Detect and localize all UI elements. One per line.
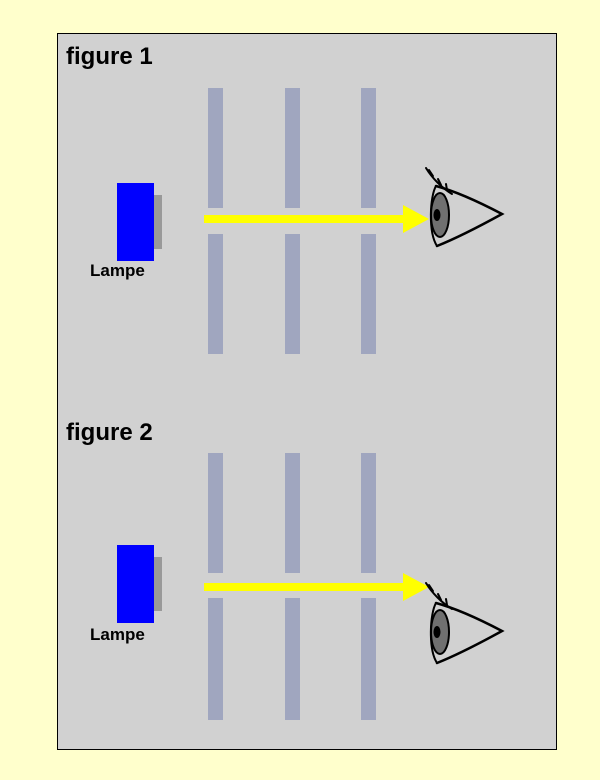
- screen-bar: [285, 234, 300, 354]
- figure-2: [117, 453, 505, 720]
- screen-bar: [285, 88, 300, 208]
- lamp-label: Lampe: [90, 261, 145, 280]
- screen-bar: [208, 598, 223, 720]
- screen-bar: [361, 453, 376, 573]
- lamp-label: Lampe: [90, 625, 145, 644]
- screen-bar: [208, 88, 223, 208]
- eye-icon: [425, 582, 505, 665]
- figure-2-title: figure 2: [66, 419, 153, 446]
- diagram-panel: [57, 33, 557, 750]
- screen-bar: [361, 88, 376, 208]
- eye-icon: [425, 167, 505, 248]
- lamp-icon: [117, 183, 162, 261]
- screens: [208, 453, 376, 720]
- screens: [208, 88, 376, 354]
- figure-1-title: figure 1: [66, 43, 153, 70]
- light-ray-arrow: [204, 573, 429, 601]
- screen-bar: [208, 453, 223, 573]
- figure-1: [117, 88, 505, 354]
- light-ray-arrow: [204, 205, 429, 233]
- lamp-icon: [117, 545, 162, 623]
- screen-bar: [285, 453, 300, 573]
- screen-bar: [285, 598, 300, 720]
- screen-bar: [208, 234, 223, 354]
- screen-bar: [361, 234, 376, 354]
- screen-bar: [361, 598, 376, 720]
